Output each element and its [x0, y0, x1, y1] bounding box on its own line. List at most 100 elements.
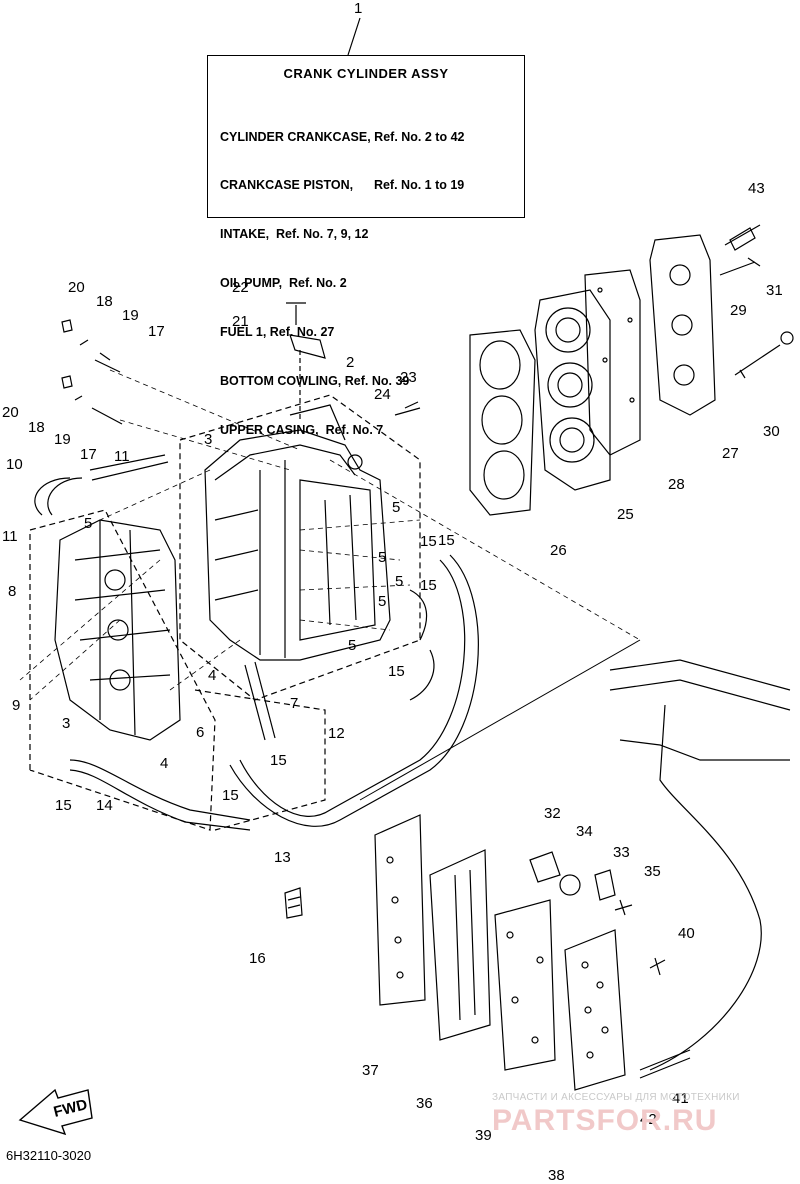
- callout-number: 14: [96, 797, 113, 814]
- clamp-bolt: [286, 302, 326, 359]
- callout-number: 3: [62, 715, 70, 732]
- callout-number: 37: [362, 1062, 379, 1079]
- callout-number: 23: [400, 369, 417, 386]
- callout-number: 25: [617, 506, 634, 523]
- assembly-outline: [194, 689, 326, 831]
- exhaust-gasket: [494, 899, 556, 1071]
- callout-number: 30: [763, 423, 780, 440]
- thermostat-housing: [529, 851, 561, 883]
- callout-number: 39: [475, 1127, 492, 1144]
- callout-number: 4: [208, 667, 216, 684]
- bolt-set: [61, 319, 121, 373]
- thermostat: [594, 869, 616, 901]
- leader-line: [359, 639, 641, 801]
- callout-number: 5: [395, 573, 403, 590]
- nut: [780, 331, 794, 345]
- callout-number: 22: [232, 279, 249, 296]
- watermark-text: ЗАПЧАСТИ И АКСЕССУАРЫ ДЛЯ МОТОТЕХНИКИ: [492, 1092, 740, 1103]
- cylinder-block-left: [54, 519, 181, 741]
- assembly-outline: [29, 509, 216, 831]
- callout-number: 21: [232, 313, 249, 330]
- hose: [229, 554, 479, 827]
- callout-number: 20: [2, 404, 19, 421]
- assembly-reference-box: CRANK CYLINDER ASSY CYLINDER CRANKCASE, …: [207, 55, 525, 437]
- bolt: [614, 899, 633, 916]
- callout-number: 15: [388, 663, 405, 680]
- hose: [649, 704, 762, 1071]
- callout-number: 17: [148, 323, 165, 340]
- callout-number: 15: [222, 787, 239, 804]
- callout-number: 1: [354, 0, 362, 17]
- callout-number: 19: [54, 431, 71, 448]
- callout-number: 28: [668, 476, 685, 493]
- callout-number: 4: [160, 755, 168, 772]
- callout-number: 5: [392, 499, 400, 516]
- callout-number: 3: [204, 431, 212, 448]
- callout-number: 13: [274, 849, 291, 866]
- fwd-label: FWD: [52, 1096, 89, 1121]
- assembly-reference-lines: CYLINDER CRANKCASE, Ref. No. 2 to 42 CRA…: [220, 96, 464, 471]
- callout-number: 7: [290, 695, 298, 712]
- ref-line: CYLINDER CRANKCASE, Ref. No. 2 to 42: [220, 129, 465, 144]
- intake-gasket: [374, 814, 426, 1006]
- leader-line: [347, 17, 361, 56]
- hose: [239, 559, 466, 817]
- callout-number: 26: [550, 542, 567, 559]
- callout-number: 15: [55, 797, 72, 814]
- ref-line: CRANKCASE PISTON, Ref. No. 1 to 19: [220, 178, 465, 193]
- diagram-part-code: 6H32110-3020: [6, 1148, 92, 1163]
- callout-number: 18: [28, 419, 45, 436]
- callout-number: 32: [544, 805, 561, 822]
- head-cover: [649, 234, 716, 416]
- head-gasket: [469, 329, 536, 516]
- callout-number: 19: [122, 307, 139, 324]
- callout-number: 5: [378, 549, 386, 566]
- assembly-title: CRANK CYLINDER ASSY: [283, 66, 449, 81]
- hose: [409, 589, 428, 641]
- callout-number: 15: [420, 533, 437, 550]
- callout-number: 40: [678, 925, 695, 942]
- callout-number: 6: [196, 724, 204, 741]
- callout-number: 8: [8, 583, 16, 600]
- bolt: [719, 257, 761, 276]
- callout-number: 31: [766, 282, 783, 299]
- reed-valve-assembly: [429, 849, 491, 1041]
- stud-bolt: [734, 344, 781, 379]
- callout-number: 9: [12, 697, 20, 714]
- callout-number: 35: [644, 863, 661, 880]
- hose: [69, 769, 251, 831]
- bolt-set: [61, 375, 123, 425]
- hose: [639, 1049, 691, 1079]
- fwd-arrow-icon: [18, 1088, 93, 1136]
- ref-line: INTAKE, Ref. No. 7, 9, 12: [220, 227, 369, 242]
- cylinder-head: [534, 289, 611, 491]
- watermark-logo: PARTSFOR.RU: [492, 1104, 718, 1137]
- callout-number: 15: [438, 532, 455, 549]
- callout-layer: 1 2 3 3 4 4 5 5 5 5 5 5 6 7 8 9 10 11 11…: [2, 0, 783, 1184]
- callout-number: 20: [68, 279, 85, 296]
- callout-number: 11: [114, 448, 130, 465]
- gasket-ring: [559, 874, 581, 896]
- fitting: [394, 401, 421, 416]
- hose: [47, 477, 83, 516]
- ref-line: BOTTOM COWLING, Ref. No. 39: [220, 374, 410, 389]
- bottom-cowling: [609, 659, 791, 761]
- exhaust-cover: [564, 929, 626, 1091]
- callout-number: 38: [548, 1167, 565, 1184]
- callout-number: 15: [420, 577, 437, 594]
- hose: [69, 759, 251, 821]
- callout-number: 18: [96, 293, 113, 310]
- callout-number: 33: [613, 844, 630, 861]
- hose: [409, 649, 435, 701]
- callout-number: 24: [374, 386, 391, 403]
- ref-line: FUEL 1, Ref. No. 27: [220, 325, 335, 340]
- callout-number: 10: [6, 456, 23, 473]
- callout-number: 34: [576, 823, 593, 840]
- callout-number: 2: [346, 354, 354, 371]
- callout-number: 42: [640, 1111, 657, 1128]
- callout-number: 16: [249, 950, 266, 967]
- callout-number: 27: [722, 445, 739, 462]
- callout-number: 43: [748, 180, 765, 197]
- callout-number: 41: [672, 1090, 689, 1107]
